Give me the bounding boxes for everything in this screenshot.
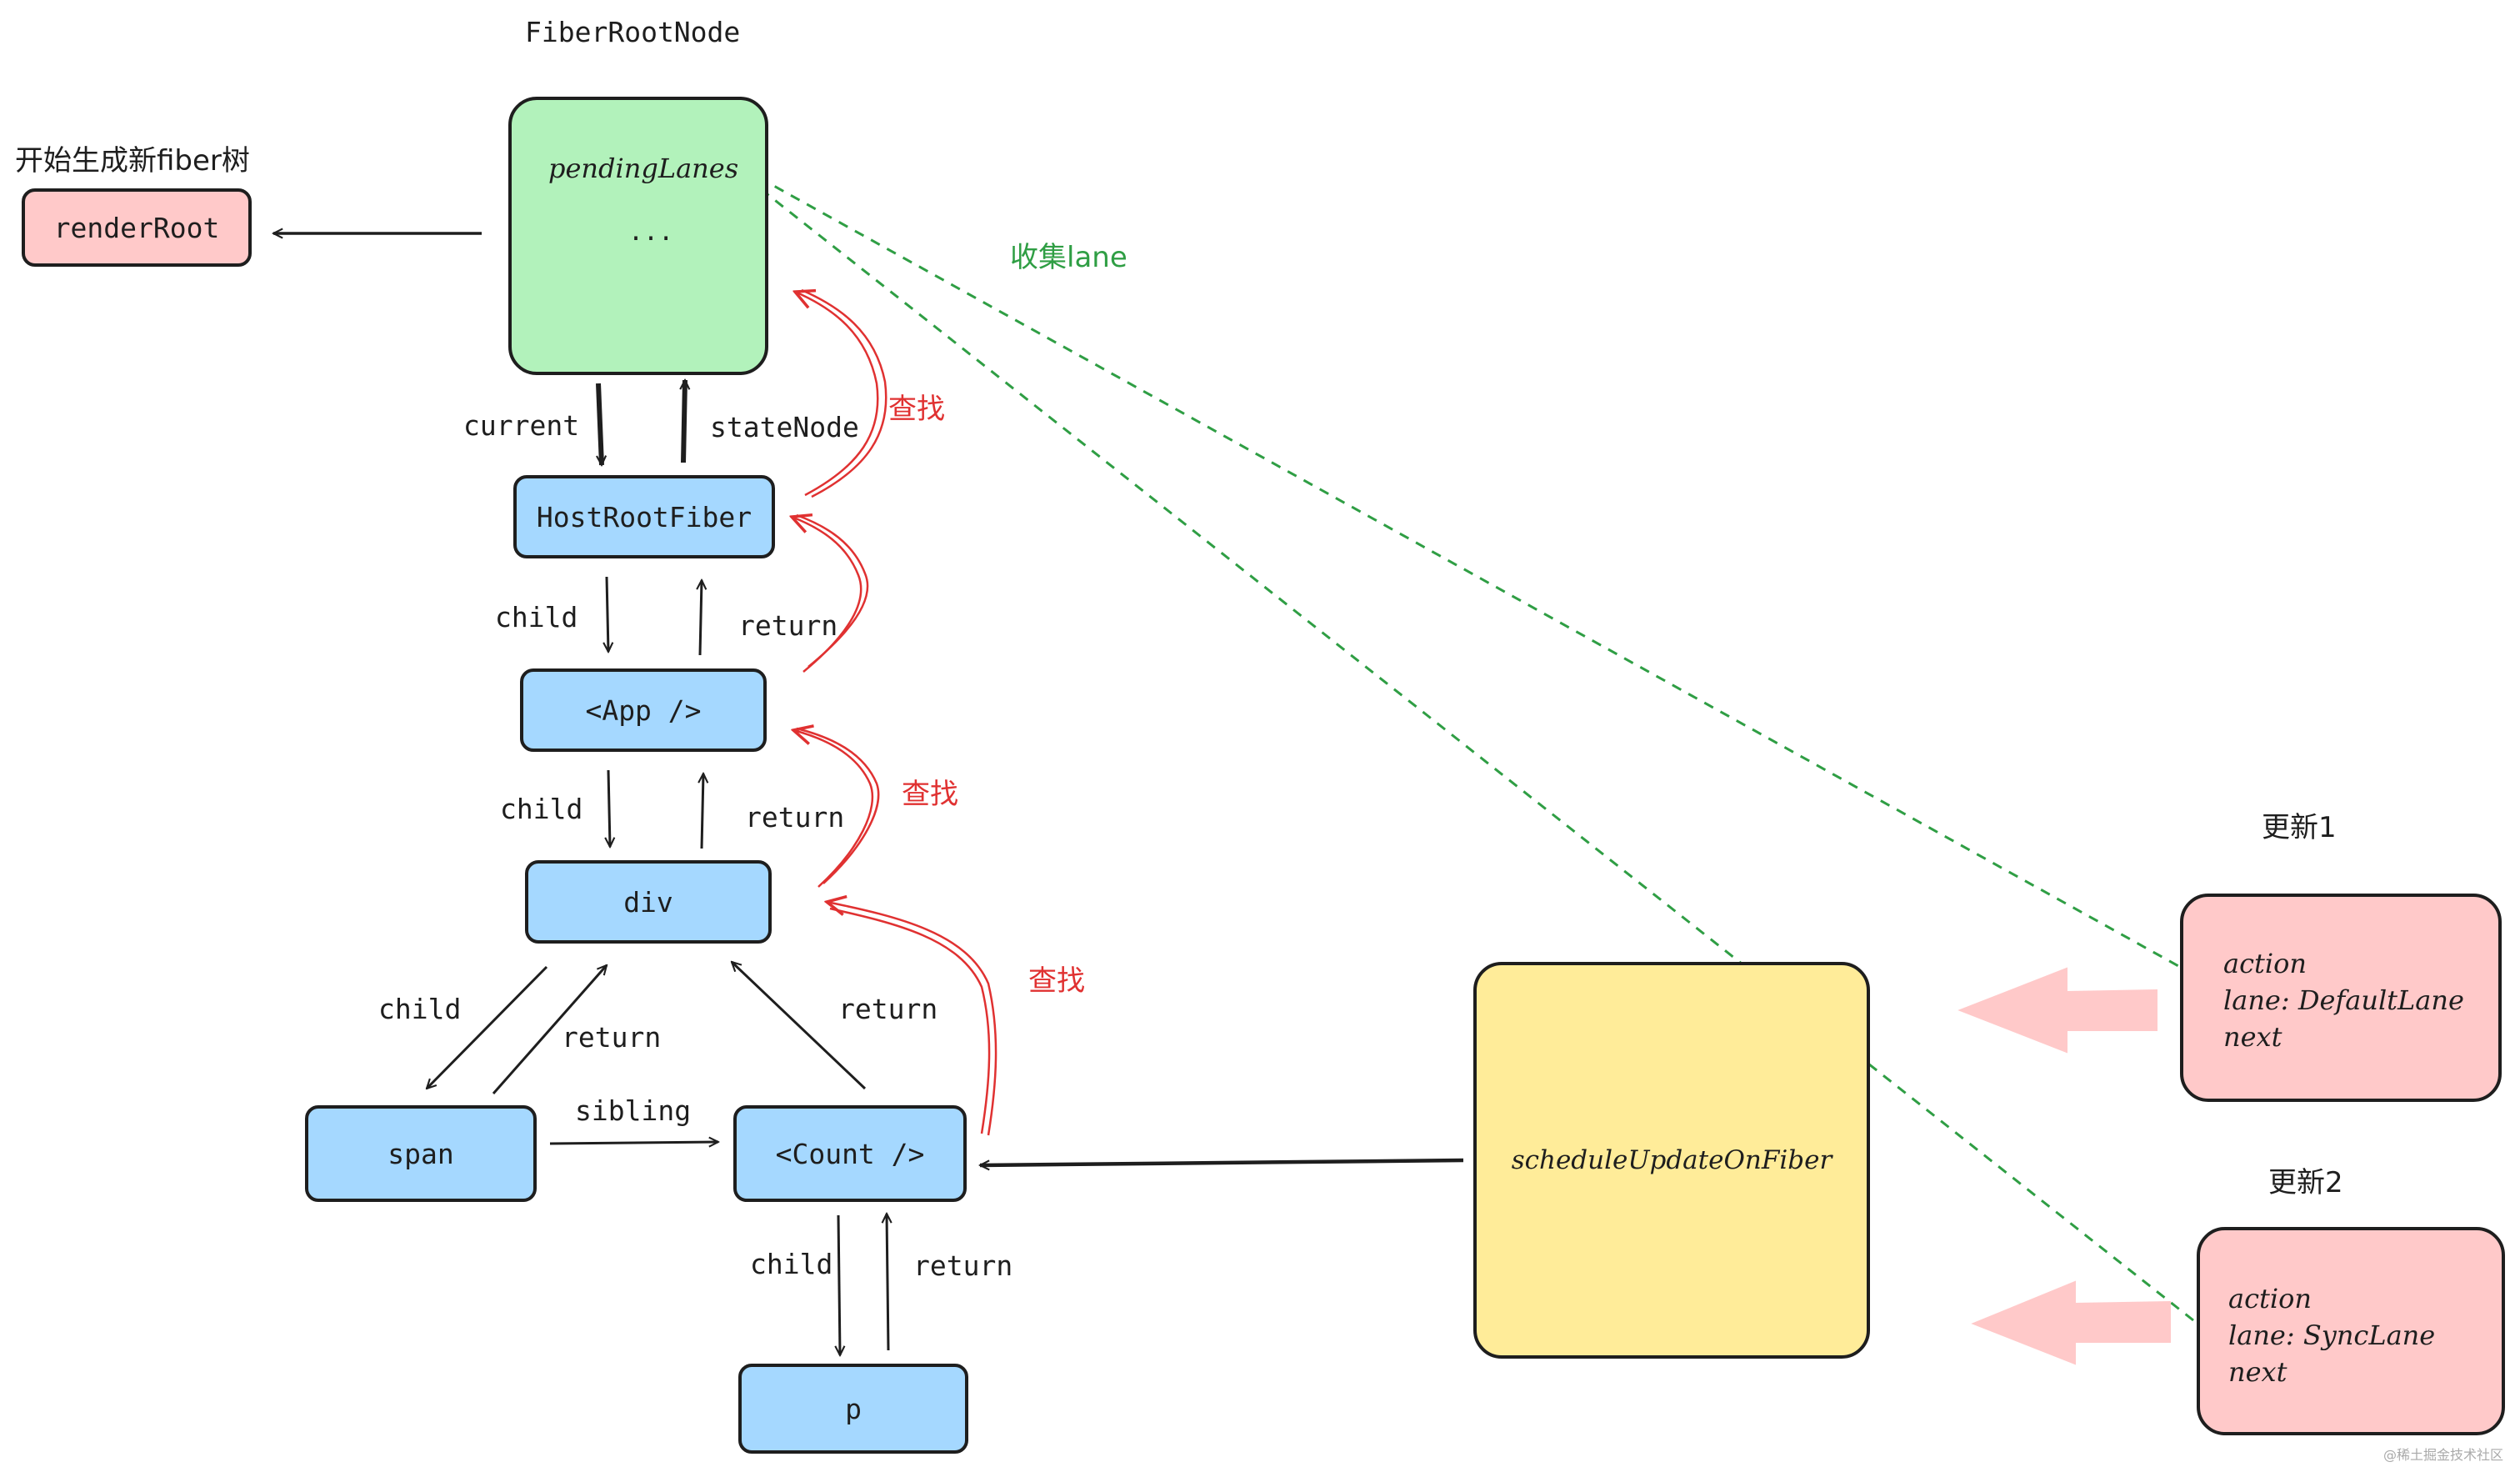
green-dashed-update2	[736, 168, 2194, 1322]
fiber-root-node: pendingLanes ...	[508, 97, 768, 375]
update-2-node: action lane: SyncLane next	[2197, 1227, 2505, 1435]
arrow-return-5	[887, 1214, 888, 1351]
state-node-label: stateNode	[710, 411, 859, 443]
fiber-root-node-title: FiberRootNode	[525, 16, 741, 48]
red-find-arrows	[792, 288, 998, 1136]
return-label-5: return	[913, 1249, 1013, 1282]
render-root-label: renderRoot	[53, 211, 220, 244]
arrow-schedule-to-count	[980, 1158, 1464, 1165]
arrow-return-1	[700, 580, 702, 656]
arrow-child-4	[838, 1214, 840, 1355]
return-label-2: return	[745, 801, 845, 834]
pink-arrow-update2	[1971, 1280, 2171, 1365]
app-label: <App />	[585, 693, 702, 727]
schedule-update-node: scheduleUpdateOnFiber	[1473, 962, 1870, 1359]
update-1-action: action	[2223, 948, 2307, 979]
arrow-current	[596, 383, 602, 465]
find-label-3: 查找	[1028, 964, 1085, 998]
update-2-lane: lane: SyncLane	[2228, 1319, 2436, 1351]
span-label: span	[388, 1137, 454, 1170]
update-2-title: 更新2	[2268, 1166, 2343, 1199]
update-1-node: action lane: DefaultLane next	[2180, 894, 2502, 1102]
span-node: span	[305, 1105, 537, 1202]
pending-lanes-label: pendingLanes	[548, 153, 739, 184]
arrow-return-4	[732, 962, 867, 1090]
arrow-child-1	[607, 576, 608, 652]
watermark: @稀土掘金技术社区	[2383, 1447, 2504, 1463]
host-root-fiber-label: HostRootFiber	[536, 500, 752, 533]
update-2-next: next	[2228, 1356, 2288, 1388]
update-1-lane: lane: DefaultLane	[2223, 984, 2464, 1016]
arrow-child-2	[608, 769, 610, 847]
arrow-sibling	[549, 1142, 718, 1144]
render-root-node: renderRoot	[22, 188, 252, 267]
find-label-2: 查找	[902, 778, 958, 811]
host-root-fiber-node: HostRootFiber	[513, 475, 775, 558]
count-label: <Count />	[775, 1137, 925, 1170]
arrow-return-3	[492, 965, 607, 1094]
count-node: <Count />	[733, 1105, 967, 1202]
p-label: p	[845, 1392, 862, 1425]
update-1-title: 更新1	[2262, 811, 2337, 844]
schedule-update-label: scheduleUpdateOnFiber	[1511, 1145, 1832, 1175]
fiber-root-ellipsis: ...	[628, 218, 674, 247]
collect-lane-label: 收集lane	[1010, 241, 1128, 274]
app-node: <App />	[520, 668, 767, 752]
child-label-1: child	[495, 601, 578, 633]
start-new-tree-label: 开始生成新fiber树	[15, 144, 250, 178]
pink-arrow-update1	[1958, 967, 2158, 1054]
return-label-1: return	[738, 609, 838, 642]
sibling-label: sibling	[575, 1094, 692, 1127]
child-label-4: child	[750, 1248, 833, 1280]
arrow-state-node	[683, 380, 685, 463]
arrow-return-2	[702, 774, 703, 849]
find-label-1: 查找	[888, 393, 945, 426]
child-label-3: child	[378, 993, 462, 1025]
div-label: div	[623, 885, 673, 919]
p-node: p	[738, 1364, 968, 1454]
return-label-4: return	[838, 993, 938, 1025]
green-dashed-update1	[733, 163, 2211, 985]
div-node: div	[525, 860, 772, 944]
update-2-action: action	[2228, 1283, 2312, 1314]
current-label: current	[463, 409, 580, 442]
update-1-next: next	[2223, 1021, 2282, 1053]
arrow-child-3	[427, 965, 548, 1089]
child-label-2: child	[500, 793, 583, 825]
return-label-3: return	[562, 1021, 662, 1054]
